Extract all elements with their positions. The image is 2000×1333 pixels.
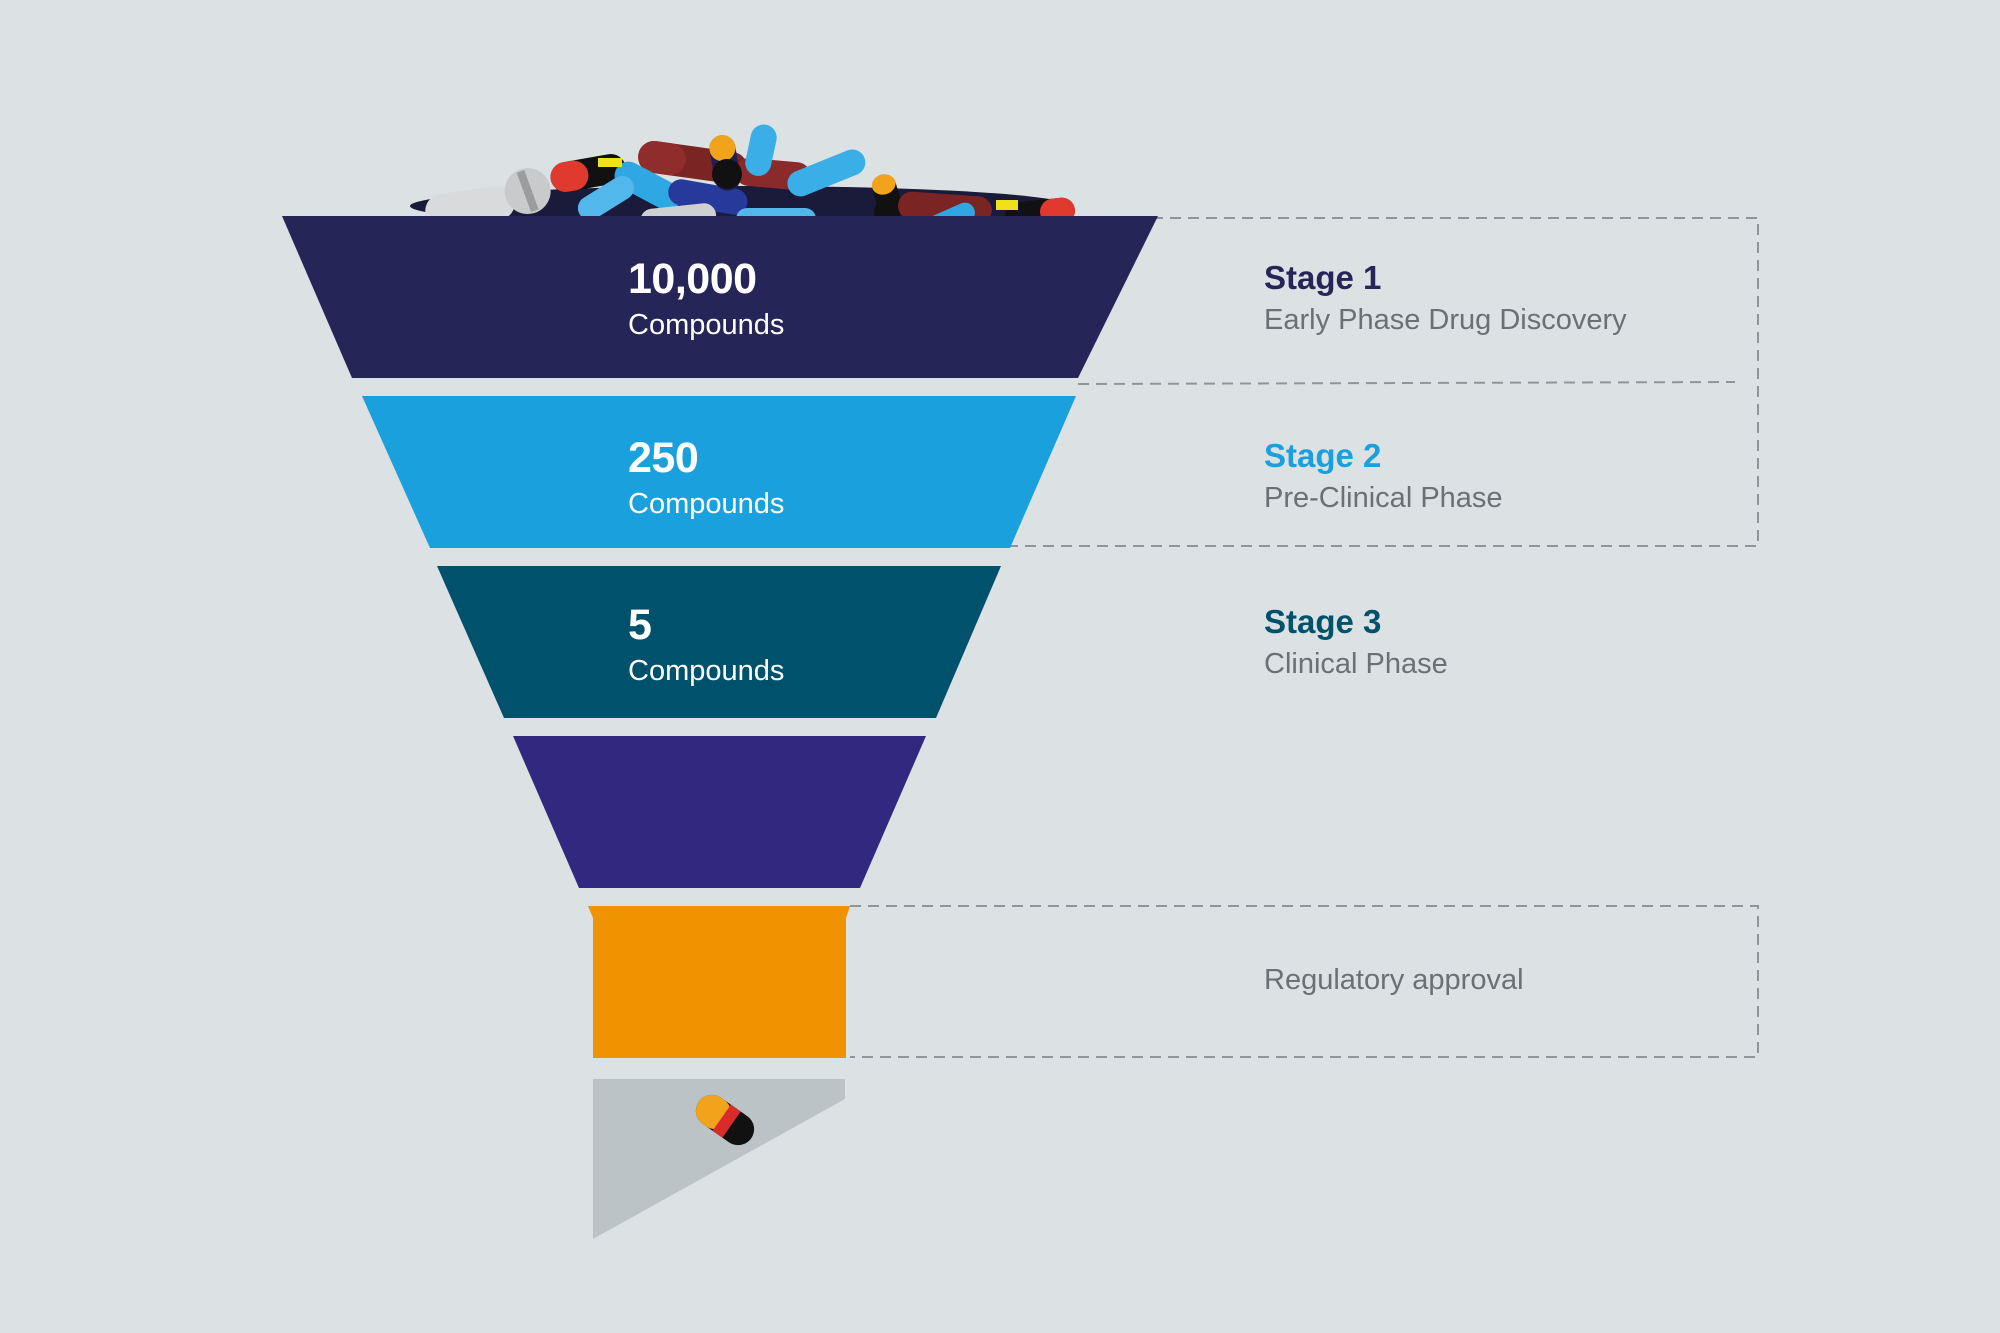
approval-block (588, 906, 850, 1058)
dashed-connectors (850, 217, 1759, 1058)
stage-2-title: Stage 2 (1264, 437, 1382, 474)
stage-1-title: Stage 1 (1264, 259, 1382, 296)
funnel-segment-2 (362, 396, 1076, 548)
segment-1-unit: Compounds (628, 309, 785, 341)
segment-2-count: 250 (628, 434, 699, 482)
funnel-segment-1 (282, 216, 1158, 378)
single-capsule-icon (695, 1094, 755, 1146)
stage-2-subtitle: Pre-Clinical Phase (1264, 482, 1503, 514)
stage-3-title: Stage 3 (1264, 603, 1382, 640)
segment-1-count: 10,000 (628, 255, 757, 303)
funnel-segment-4 (513, 736, 926, 888)
funnel-segment-3 (437, 566, 1001, 718)
stage-1-subtitle: Early Phase Drug Discovery (1264, 304, 1627, 336)
segment-3-count: 5 (628, 601, 652, 649)
regulatory-approval-label: Regulatory approval (1264, 964, 1524, 996)
approval-bracket-line (850, 905, 1759, 1058)
segment-2-unit: Compounds (628, 488, 785, 520)
segment-3-unit: Compounds (628, 655, 785, 687)
output-drip (593, 1079, 845, 1239)
stage1-bottom-line (1077, 381, 1736, 385)
stage-3-subtitle: Clinical Phase (1264, 648, 1448, 680)
